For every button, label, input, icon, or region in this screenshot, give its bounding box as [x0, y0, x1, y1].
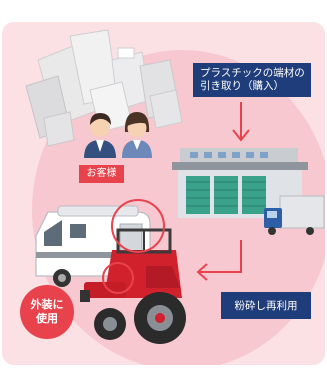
- customer-label: お客様: [79, 165, 124, 183]
- tractor-icon: [80, 228, 186, 344]
- customer-woman-icon: [122, 112, 152, 158]
- purchase-label-text: プラスチックの端材の 引き取り（購入）: [200, 67, 305, 92]
- highlight-circle-icon: [102, 199, 165, 294]
- plastic-scraps-icon: [25, 29, 183, 147]
- arrow-down-icon: [232, 102, 250, 142]
- recycle-label: 粉砕し再利用: [221, 292, 311, 319]
- exterior-use-badge-text: 外装に 使用: [30, 298, 64, 325]
- exterior-use-badge: 外装に 使用: [20, 285, 74, 339]
- purchase-label: プラスチックの端材の 引き取り（購入）: [193, 63, 311, 97]
- recycle-label-text: 粉砕し再利用: [234, 299, 298, 312]
- customer-label-text: お客様: [86, 168, 117, 179]
- arrow-left-icon: [196, 240, 242, 281]
- truck-icon: [264, 195, 325, 235]
- customer-man-icon: [84, 113, 116, 158]
